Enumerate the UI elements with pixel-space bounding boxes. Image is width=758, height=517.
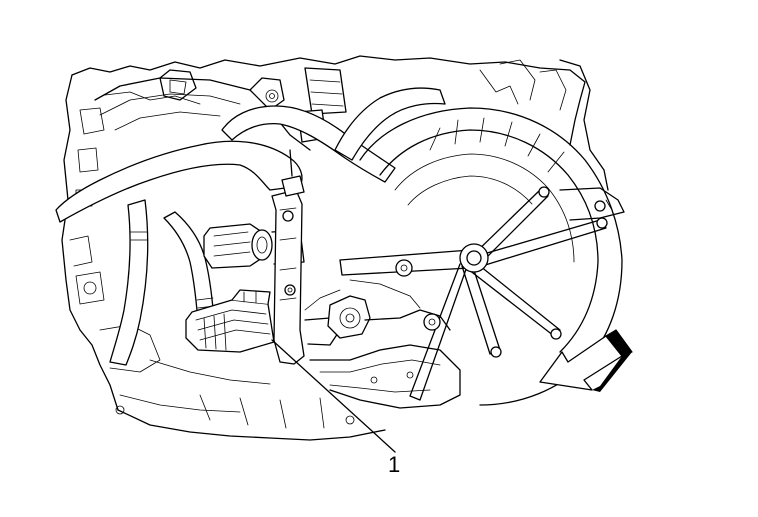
upper-cover (94, 69, 311, 151)
transmission-housing (359, 59, 625, 406)
support-brace (339, 186, 608, 401)
callout-leader-line (271, 339, 396, 453)
mounting-bracket (271, 149, 341, 365)
coolant-hoses (55, 87, 446, 366)
middle-sensor (203, 223, 305, 269)
connector (185, 289, 275, 353)
lower-assembly (304, 279, 461, 409)
direction-arrow-icon (539, 329, 633, 392)
arrow-shadow (592, 352, 632, 392)
callout-label-1: 1 (388, 452, 400, 477)
